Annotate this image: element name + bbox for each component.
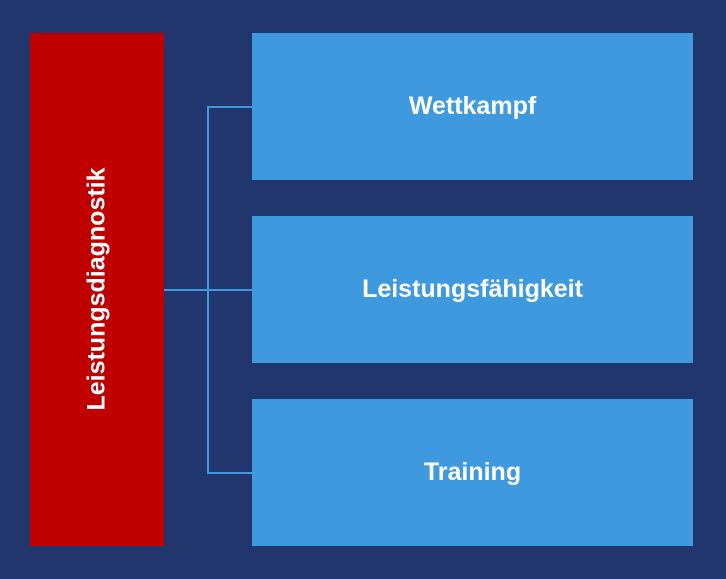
root-node-leistungsdiagnostik: Leistungsdiagnostik [30,33,164,546]
child-node-label: Leistungsfähigkeit [362,275,583,303]
connector-root-trunk [164,289,208,291]
child-node-leistungsfaehigkeit: Leistungsfähigkeit [252,216,693,363]
connector-branch-training [207,472,252,474]
root-node-label: Leistungsdiagnostik [82,167,111,411]
child-node-wettkampf: Wettkampf [252,33,693,180]
child-node-training: Training [252,399,693,546]
connector-branch-wettkampf [207,106,252,108]
connector-branch-leistungsfaehigkeit [207,289,252,291]
child-node-label: Wettkampf [408,92,537,120]
child-node-label: Training [423,458,522,486]
